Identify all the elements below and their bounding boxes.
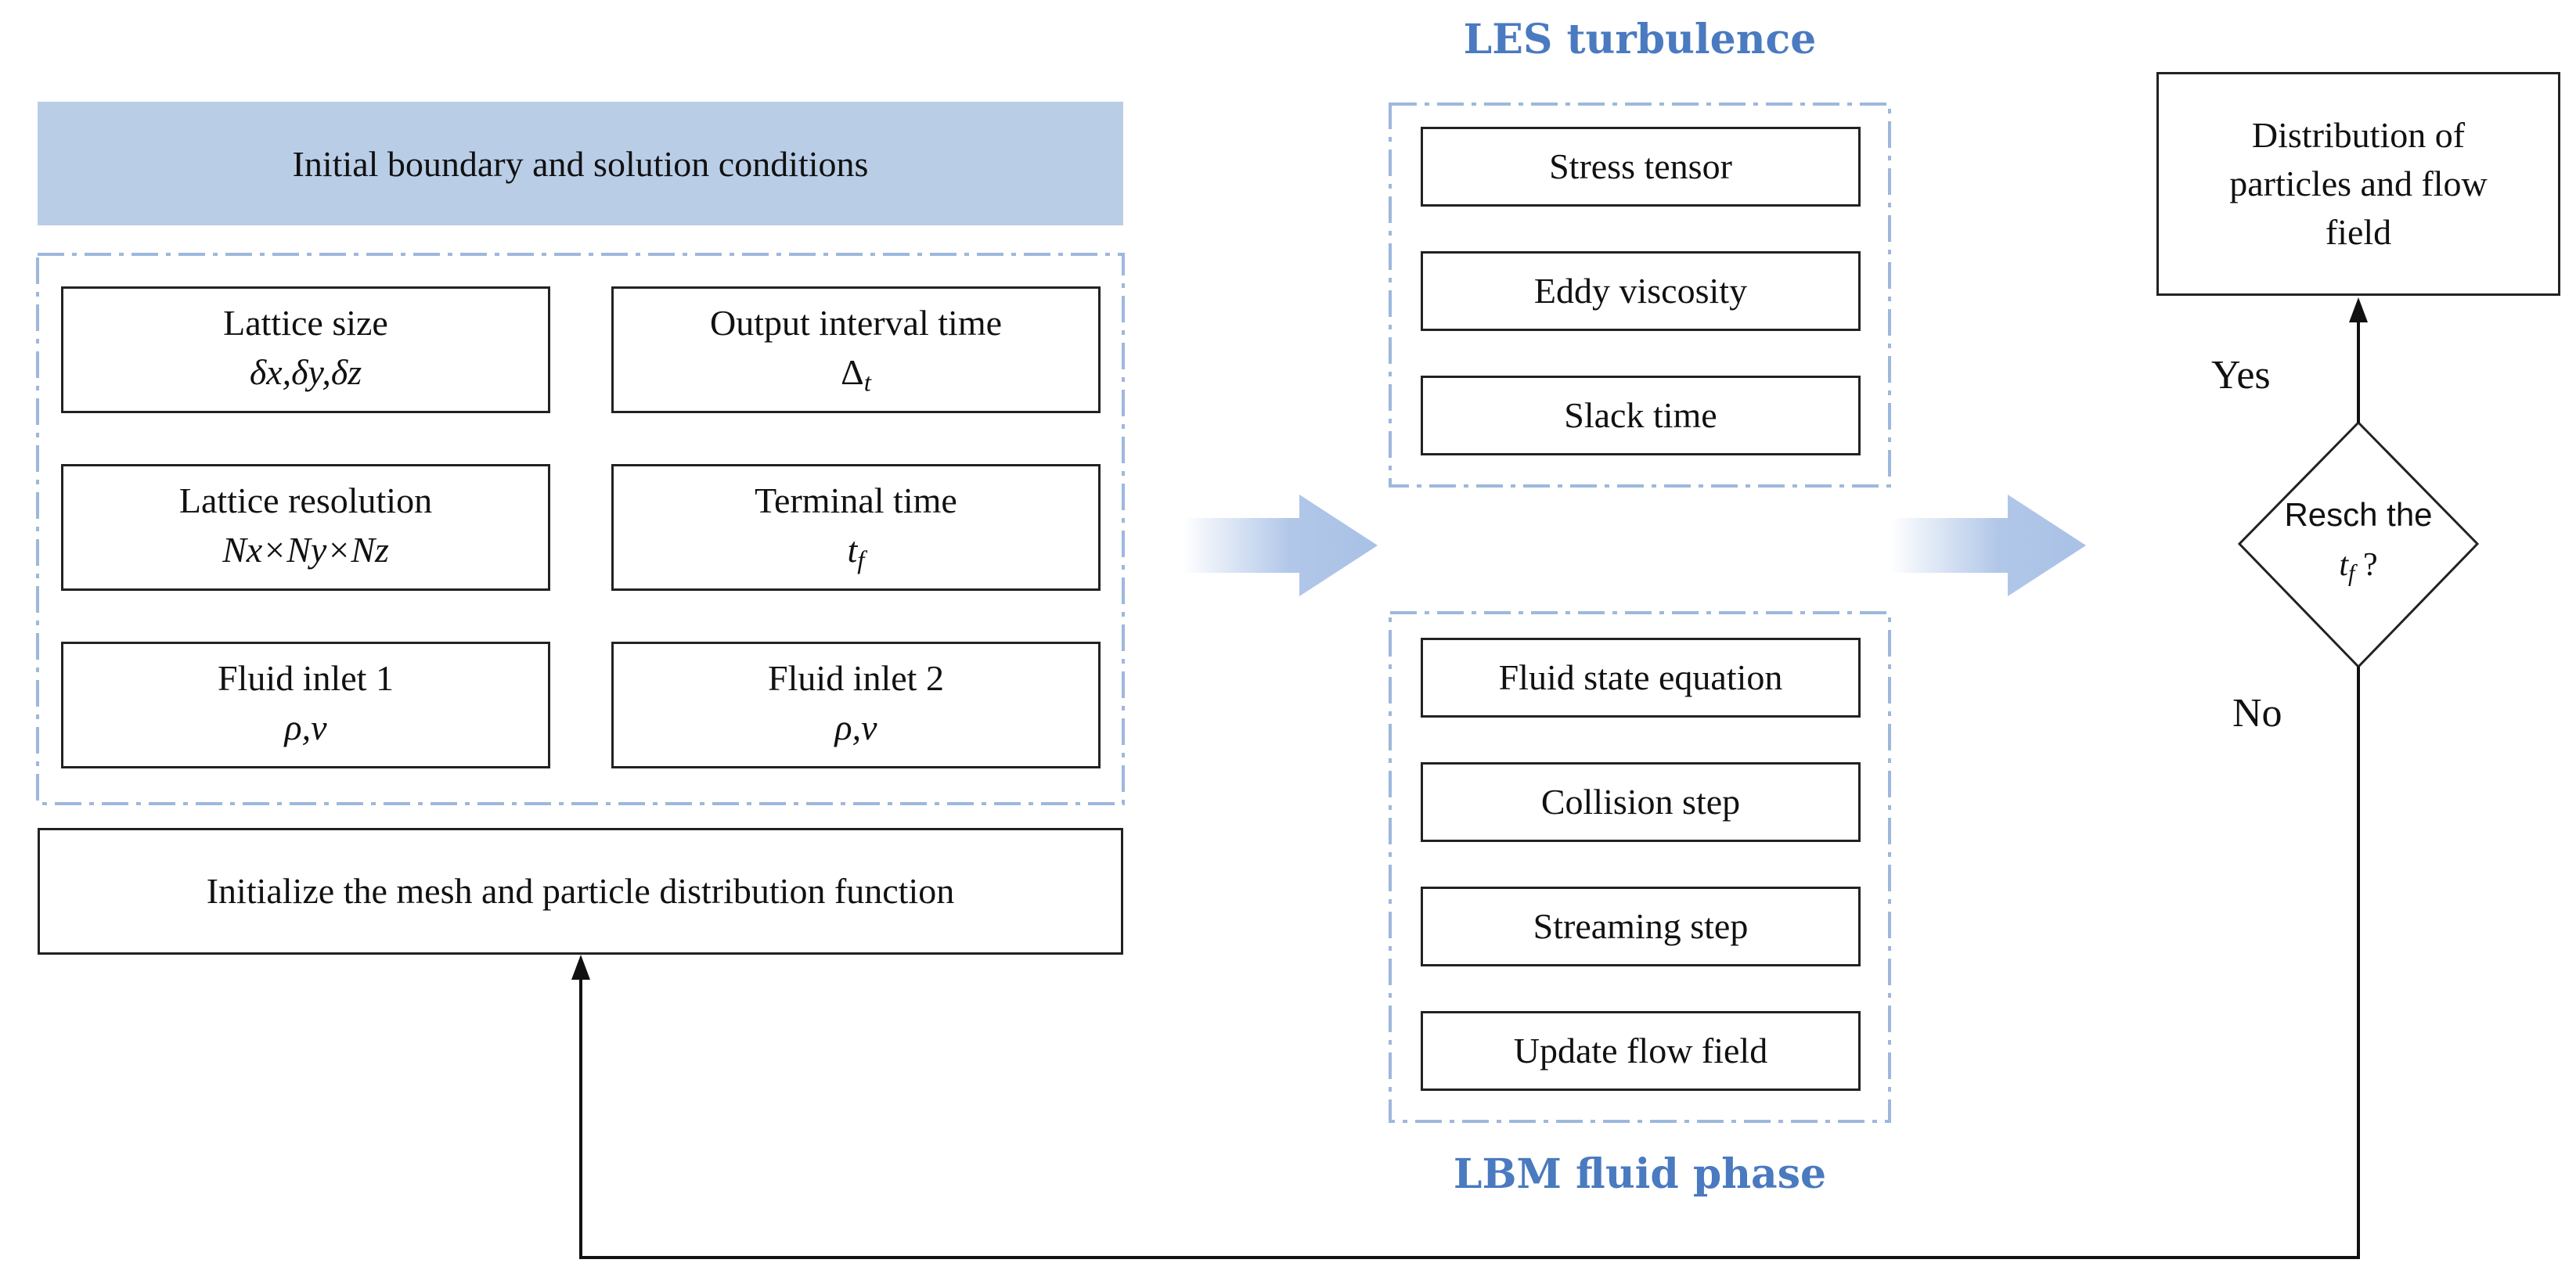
param-lattice-resolution: Lattice resolution Nx×Ny×Nz — [61, 464, 550, 591]
param-label: Lattice size — [223, 303, 388, 344]
decision-line: Resch the — [2284, 496, 2433, 533]
les-step-label: Eddy viscosity — [1533, 270, 1748, 311]
params-group-frame — [36, 253, 1125, 805]
decision-question: Resch the tf ? — [2254, 489, 2463, 599]
param-label: Fluid inlet 1 — [218, 658, 394, 699]
les-step: Slack time — [1421, 376, 1861, 455]
les-step-label: Slack time — [1564, 394, 1717, 435]
lbm-step-label: Streaming step — [1533, 905, 1749, 946]
param-label: Terminal time — [755, 480, 957, 521]
lbm-step-label: Fluid state equation — [1498, 657, 1783, 697]
param-value: ρ,v — [284, 707, 327, 747]
les-group-frame — [1389, 103, 1891, 488]
param-label: Fluid inlet 2 — [768, 658, 944, 699]
flow-arrow-right — [1890, 495, 2086, 596]
param-fluid-inlet-1: Fluid inlet 1 ρ,v — [61, 642, 550, 768]
decision-var: tf ? — [2339, 547, 2378, 587]
param-lattice-size: Lattice size δx,δy,δz — [61, 286, 550, 413]
param-fluid-inlet-2: Fluid inlet 2 ρ,v — [611, 642, 1101, 768]
no-label: No — [2232, 691, 2282, 736]
les-step: Eddy viscosity — [1421, 251, 1861, 331]
param-terminal-time: Terminal time tf — [611, 464, 1101, 591]
output-line: particles and flow — [2229, 163, 2488, 203]
output-line: field — [2325, 212, 2392, 253]
output-distribution-box: Distribution of particles and flow field — [2156, 72, 2560, 296]
lbm-step: Collision step — [1421, 762, 1861, 842]
lbm-heading: LBM fluid phase — [1453, 1150, 1827, 1198]
yes-arrowhead — [2349, 297, 2368, 322]
param-label: Lattice resolution — [178, 480, 433, 521]
lbm-step-label: Collision step — [1540, 781, 1741, 822]
initialize-text: Initialize the mesh and particle distrib… — [206, 870, 955, 911]
initial-conditions-banner: Initial boundary and solution conditions — [38, 102, 1123, 225]
lbm-step: Update flow field — [1421, 1011, 1861, 1091]
les-step: Stress tensor — [1421, 127, 1861, 207]
no-arrowhead — [571, 955, 590, 980]
les-step-label: Stress tensor — [1549, 146, 1732, 186]
lbm-step: Fluid state equation — [1421, 638, 1861, 718]
lbm-step-label: Update flow field — [1513, 1030, 1768, 1070]
param-label: Output interval time — [709, 303, 1003, 344]
param-value: Nx×Ny×Nz — [222, 529, 389, 570]
yes-label: Yes — [2211, 353, 2271, 398]
param-value: Δt — [841, 351, 871, 397]
lbm-step: Streaming step — [1421, 887, 1861, 966]
output-line: Distribution of — [2251, 114, 2466, 155]
les-heading: LES turbulence — [1463, 16, 1817, 63]
initial-conditions-title: Initial boundary and solution conditions — [292, 143, 869, 184]
param-value: δx,δy,δz — [249, 351, 362, 392]
param-value: tf — [847, 529, 865, 574]
param-value: ρ,v — [834, 707, 877, 747]
no-connector — [579, 667, 2360, 1259]
initialize-mesh-box: Initialize the mesh and particle distrib… — [38, 828, 1123, 955]
lbm-group-frame — [1389, 611, 1891, 1123]
param-output-interval: Output interval time Δt — [611, 286, 1101, 413]
flow-arrow-left — [1182, 495, 1378, 596]
